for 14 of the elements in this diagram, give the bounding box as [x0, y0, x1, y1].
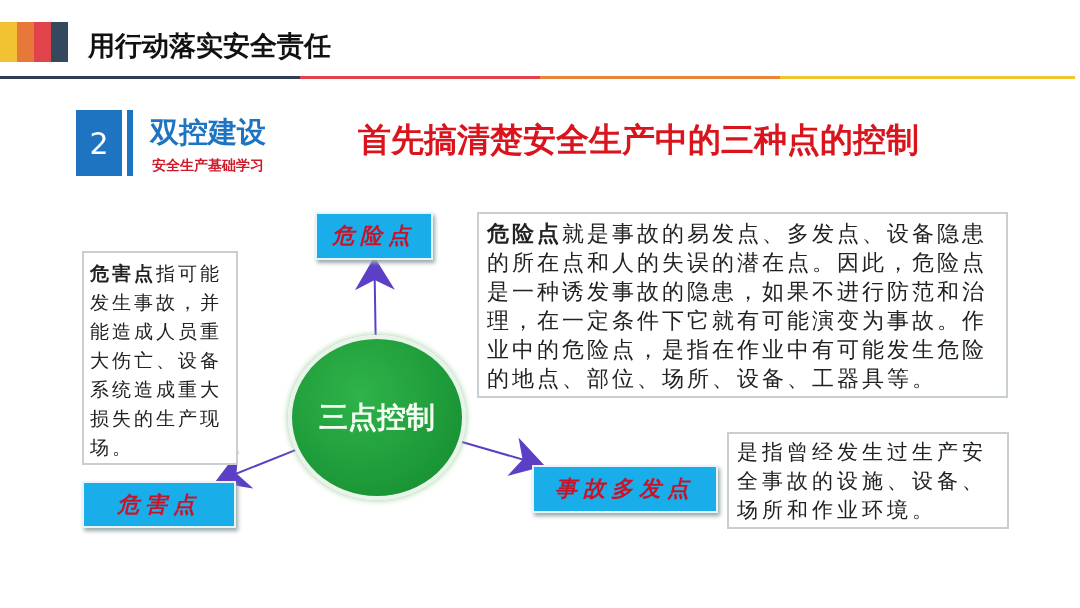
category-tag: 危险点 — [315, 212, 433, 260]
description-box: 危险点就是事故的易发点、多发点、设备隐患的所在点和人的失误的潜在点。因此，危险点是一种诱发事故的隐患，如果不进行防范和治理，在一定条件下它就有可能演变为事故。作业中的危险点，是指在作业中有可能发生危险的地点、部位、场所、设备、工器具等。 — [477, 212, 1008, 398]
section-subtitle: 安全生产基础学习 — [152, 157, 264, 175]
section-title: 双控建设 — [150, 114, 266, 151]
description-box: 危害点指可能发生事故，并能造成人员重大伤亡、设备系统造成重大损失的生产现场。 — [82, 251, 238, 465]
category-tag: 危害点 — [82, 481, 236, 528]
category-tag: 事故多发点 — [532, 465, 718, 513]
slide-title: 用行动落实安全责任 — [88, 29, 331, 63]
chevron-arrow — [214, 449, 297, 489]
center-circle: 三点控制 — [288, 335, 466, 500]
section-number-badge: 2 — [76, 110, 122, 176]
slide-heading: 首先搞清楚安全生产中的三种点的控制 — [358, 119, 919, 161]
description-box: 是指曾经发生过生产安全事故的设施、设备、场所和作业环境。 — [727, 432, 1009, 529]
chevron-arrow — [461, 437, 545, 476]
